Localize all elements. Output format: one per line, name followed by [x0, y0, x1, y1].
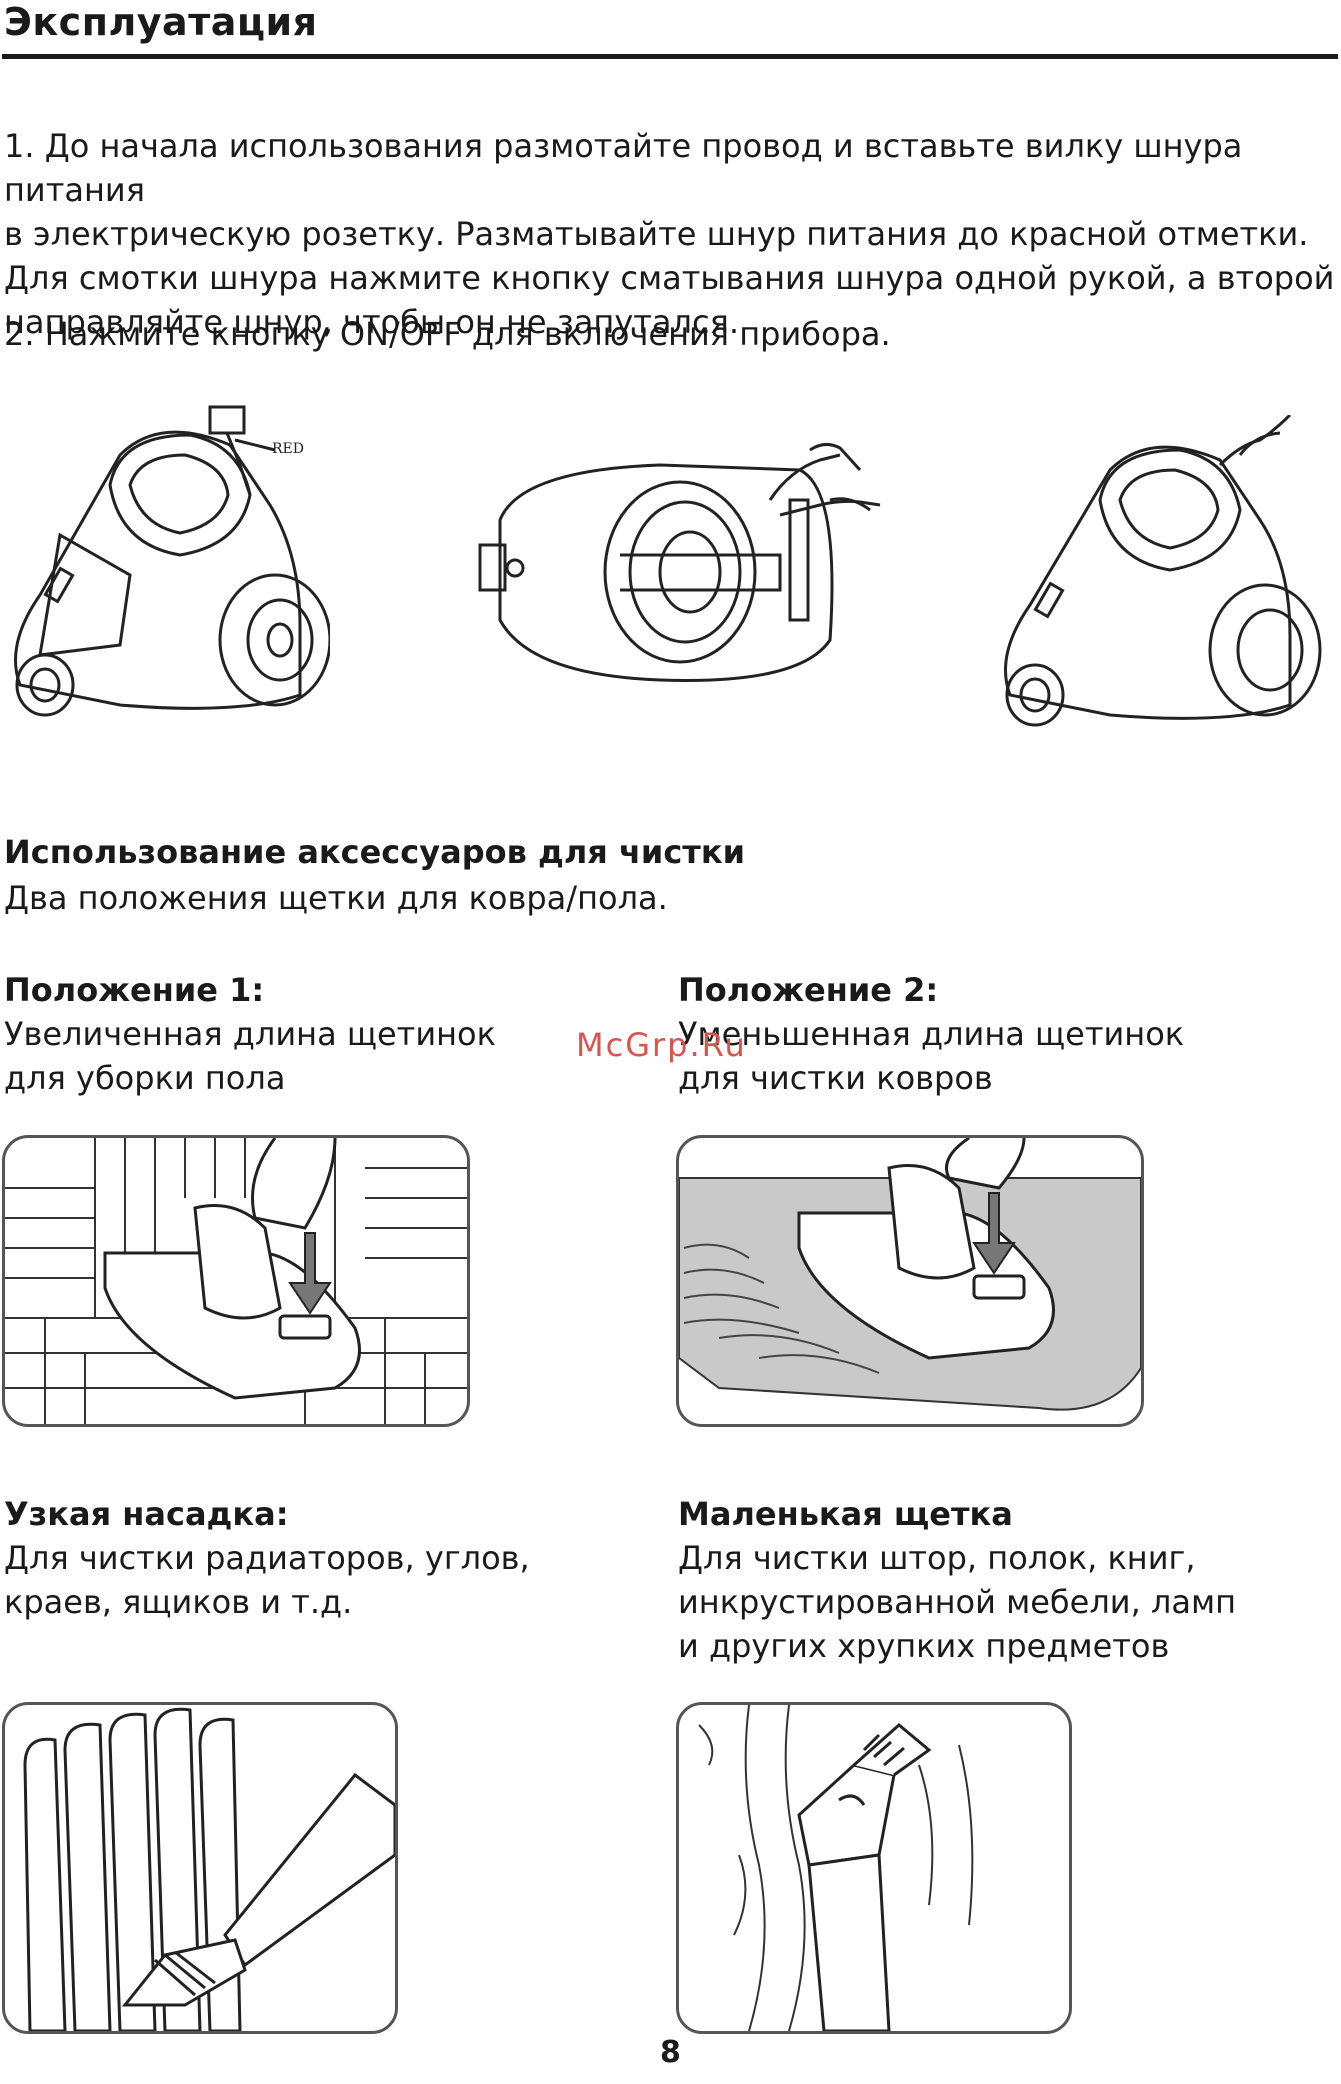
small-brush-title: Маленькая щетка [678, 1495, 1013, 1533]
accessories-subtitle: Два положения щетки для ковра/пола. [4, 879, 668, 917]
step-1-line: Для смотки шнура нажмите кнопку сматыван… [4, 259, 1335, 297]
crevice-title: Узкая насадка: [4, 1495, 289, 1533]
position-2-line: Уменьшенная длина щетинок [678, 1015, 1185, 1053]
crevice-tool-figure [2, 1702, 398, 2034]
step-1-line: направляйте шнур, чтобы он не запутался. [4, 303, 739, 341]
vacuum-power-button-illustration [1004, 415, 1322, 727]
small-brush-illustration [698, 1705, 974, 2031]
page-number: 8 [660, 2035, 681, 2070]
position-2-block: Положение 2: Уменьшенная длина щетинок д… [678, 968, 1298, 1100]
carpet-brush-illustration [679, 1138, 1141, 1411]
position-1-line: Увеличенная длина щетинок [4, 1015, 496, 1053]
watermark: McGrp.Ru [576, 1026, 747, 1064]
floor-brush-illustration [5, 1138, 467, 1424]
step-1-line: в электрическую розетку. Разматывайте шн… [4, 215, 1309, 253]
position-2-title: Положение 2: [678, 971, 939, 1009]
small-brush-line: и других хрупких предметов [678, 1627, 1170, 1665]
crevice-line: Для чистки радиаторов, углов, [4, 1539, 530, 1577]
vacuum-cord-rewind-illustration [478, 443, 881, 682]
small-brush-line: Для чистки штор, полок, книг, [678, 1539, 1196, 1577]
floor-brush-figure [2, 1135, 470, 1427]
accessories-heading: Использование аксессуаров для чистки [4, 833, 745, 871]
small-brush-block: Маленькая щетка Для чистки штор, полок, … [678, 1492, 1318, 1668]
carpet-brush-figure [676, 1135, 1144, 1427]
position-1-block: Положение 1: Увеличенная длина щетинок д… [4, 968, 624, 1100]
small-brush-figure [676, 1702, 1072, 2034]
red-mark-label: RED [272, 441, 304, 457]
crevice-line: краев, ящиков и т.д. [4, 1583, 353, 1621]
vacuum-cord-illustration: RED [14, 405, 330, 717]
step-1-line: 1. До начала использования размотайте пр… [4, 127, 1243, 209]
position-1-title: Положение 1: [4, 971, 265, 1009]
crevice-tool-illustration [23, 1707, 395, 2031]
page-title: Эксплуатация [4, 0, 318, 44]
position-2-line: для чистки ковров [678, 1059, 993, 1097]
position-1-line: для уборки пола [4, 1059, 286, 1097]
title-divider [2, 54, 1338, 59]
step-1-text: 1. До начала использования размотайте пр… [4, 124, 1340, 344]
step-2-text: 2. Нажмите кнопку ON/OFF для включения п… [4, 315, 891, 353]
crevice-block: Узкая насадка: Для чистки радиаторов, уг… [4, 1492, 624, 1624]
small-brush-line: инкрустированной мебели, ламп [678, 1583, 1237, 1621]
